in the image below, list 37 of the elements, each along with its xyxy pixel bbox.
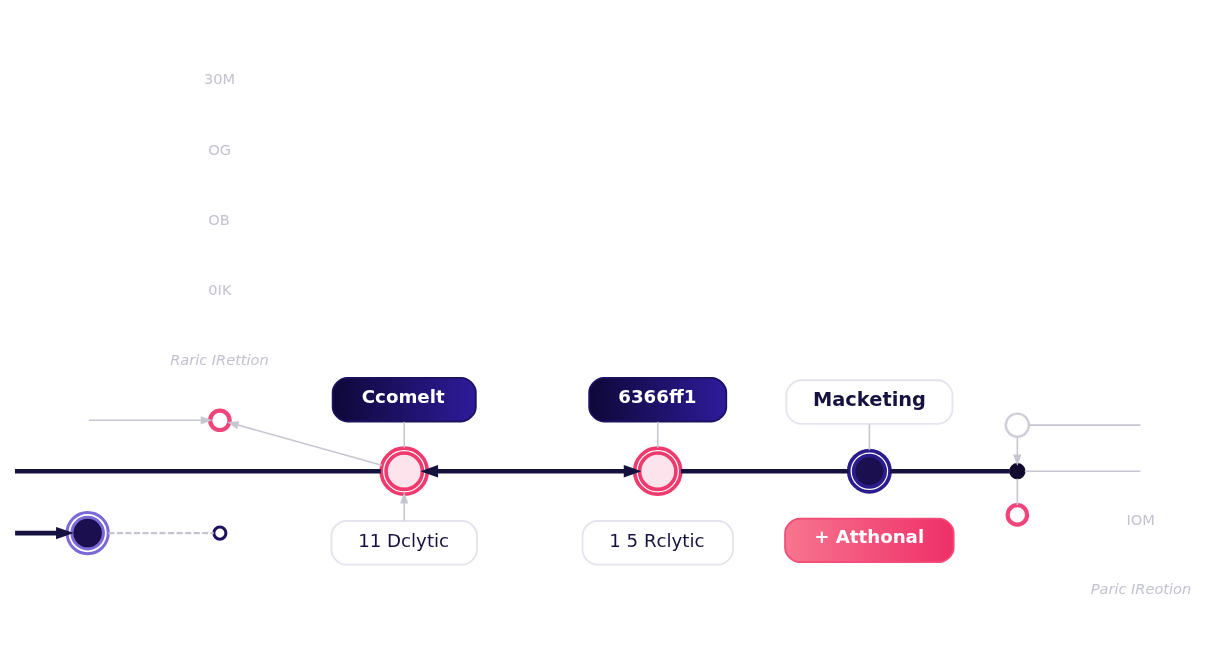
node-box: Macketing: [785, 379, 954, 425]
node-circle: [379, 446, 430, 497]
label: IOM: [1126, 510, 1155, 528]
node-circle: [212, 525, 228, 541]
connector: [1024, 470, 1142, 473]
label: OB: [208, 211, 230, 229]
connector: [14, 468, 381, 474]
connector: [890, 468, 1010, 474]
node-circle: [632, 446, 683, 497]
node-circle: [846, 448, 892, 494]
node-circle: [1009, 463, 1026, 480]
arrow: [227, 421, 383, 467]
node-circle: [65, 510, 110, 556]
node-box: 11 Dclytic: [330, 520, 478, 566]
connector: [1016, 477, 1019, 506]
label: Raric IRettion: [170, 350, 269, 368]
connector: [680, 468, 849, 474]
label: 0IK: [208, 281, 232, 299]
node-box: Ccomelt: [331, 376, 477, 423]
connector: [403, 421, 406, 449]
label: Paric IReotion: [1090, 579, 1192, 597]
node-box: 6366ff1: [588, 376, 728, 423]
node-circle: [1005, 503, 1030, 527]
connector: [1028, 424, 1142, 426]
node-circle: [208, 408, 232, 433]
connector: [656, 421, 659, 449]
connector: [108, 532, 214, 535]
connector: [868, 423, 871, 451]
arrow: [400, 491, 409, 522]
label: OG: [208, 140, 232, 158]
arrow: [88, 416, 213, 425]
node-box: 1 5 Rclytic: [581, 520, 734, 566]
node-box: + Atthonal: [784, 517, 955, 564]
arrow: [15, 526, 74, 540]
label: 30M: [204, 70, 236, 88]
node-circle: [1004, 412, 1031, 438]
arrow: [420, 465, 642, 478]
